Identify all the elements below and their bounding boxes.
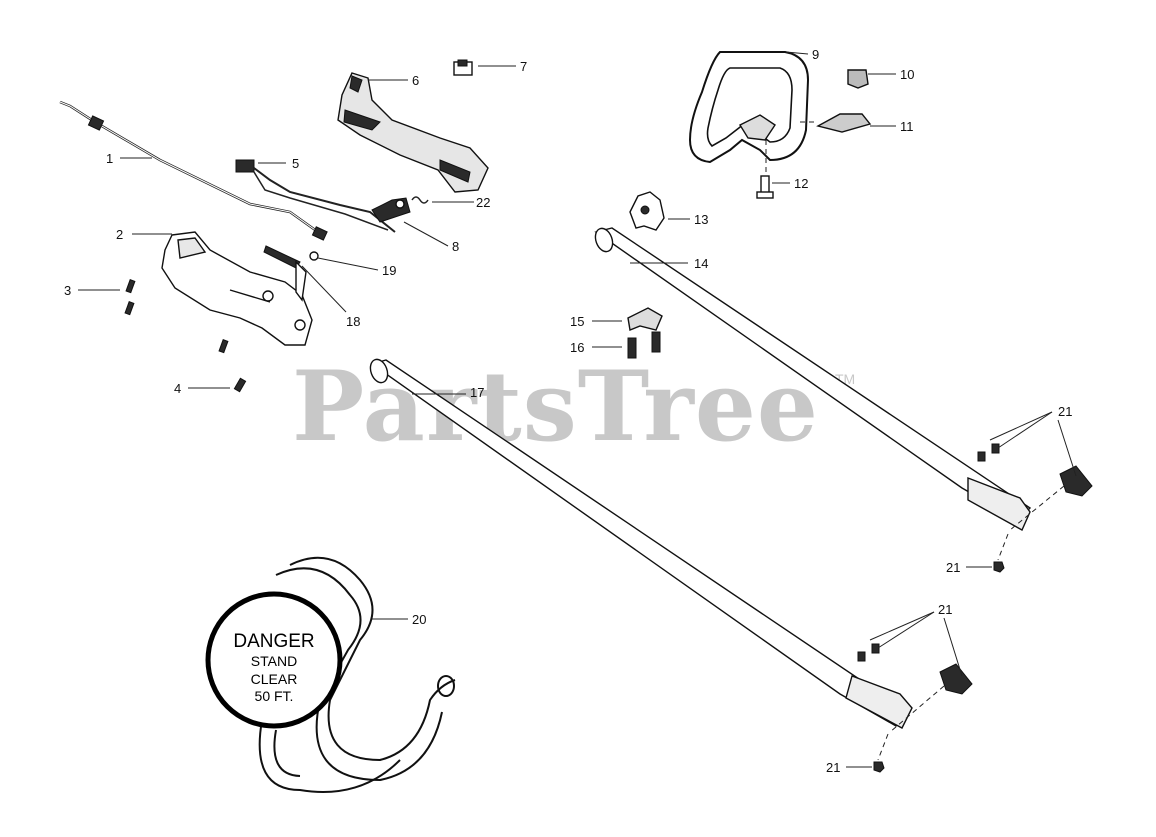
danger-sign-line4: 50 FT. [255,688,294,704]
callout-10: 10 [900,67,914,82]
callout-2: 2 [116,227,123,242]
danger-sign-line3: CLEAR [251,671,298,687]
danger-sign-line2: STAND [251,653,297,669]
part-3-screws[interactable] [124,279,229,354]
callout-4: 4 [174,381,181,396]
callout-8: 8 [452,239,459,254]
callout-12: 12 [794,176,808,191]
callout-14: 14 [694,256,708,271]
danger-sign: DANGER STAND CLEAR 50 FT. [205,591,343,729]
part-15-clamp[interactable] [627,307,663,331]
part-14-upper-shaft[interactable] [592,226,1032,531]
part-21-lower-knob-set[interactable] [857,643,973,773]
part-12-bolt[interactable] [756,175,774,199]
callout-20: 20 [412,612,426,627]
callout-19: 19 [382,263,396,278]
callout-18: 18 [346,314,360,329]
part-7-switch[interactable] [453,59,473,76]
callout-5: 5 [292,156,299,171]
callout-21-b: 21 [946,560,960,575]
callout-3: 3 [64,283,71,298]
callout-21-d: 21 [826,760,840,775]
callout-13: 13 [694,212,708,227]
callout-11: 11 [900,119,914,134]
callout-1: 1 [106,151,113,166]
callout-21-c: 21 [938,602,952,617]
part-9-loop-handle[interactable] [688,51,810,164]
part-17-lower-shaft[interactable] [367,357,913,729]
callout-17: 17 [470,385,484,400]
callout-21-a: 21 [1058,404,1072,419]
part-22-spring[interactable] [411,196,429,204]
part-21-upper-knob-set[interactable] [977,443,1093,573]
part-10-clamp[interactable] [847,69,869,89]
callout-16: 16 [570,340,584,355]
part-6-handle-housing[interactable] [337,72,489,193]
part-5-wire-harness[interactable] [235,159,396,233]
callout-15: 15 [570,314,584,329]
part-18-lockout-lever[interactable] [263,245,307,302]
part-4-screw[interactable] [233,377,247,393]
part-19-spring[interactable] [309,251,319,261]
part-2-handle-housing[interactable] [161,231,313,346]
callout-22: 22 [476,195,490,210]
callout-9: 9 [812,47,819,62]
part-16-screws[interactable] [627,331,661,359]
danger-sign-line1: DANGER [233,631,314,652]
part-11-clamp-plate[interactable] [816,113,872,133]
callout-6: 6 [412,73,419,88]
part-1-throttle-cable[interactable] [59,100,328,241]
part-13-handle-bracket[interactable] [629,191,665,231]
part-8-throttle-trigger[interactable] [371,197,411,223]
callout-7: 7 [520,59,527,74]
